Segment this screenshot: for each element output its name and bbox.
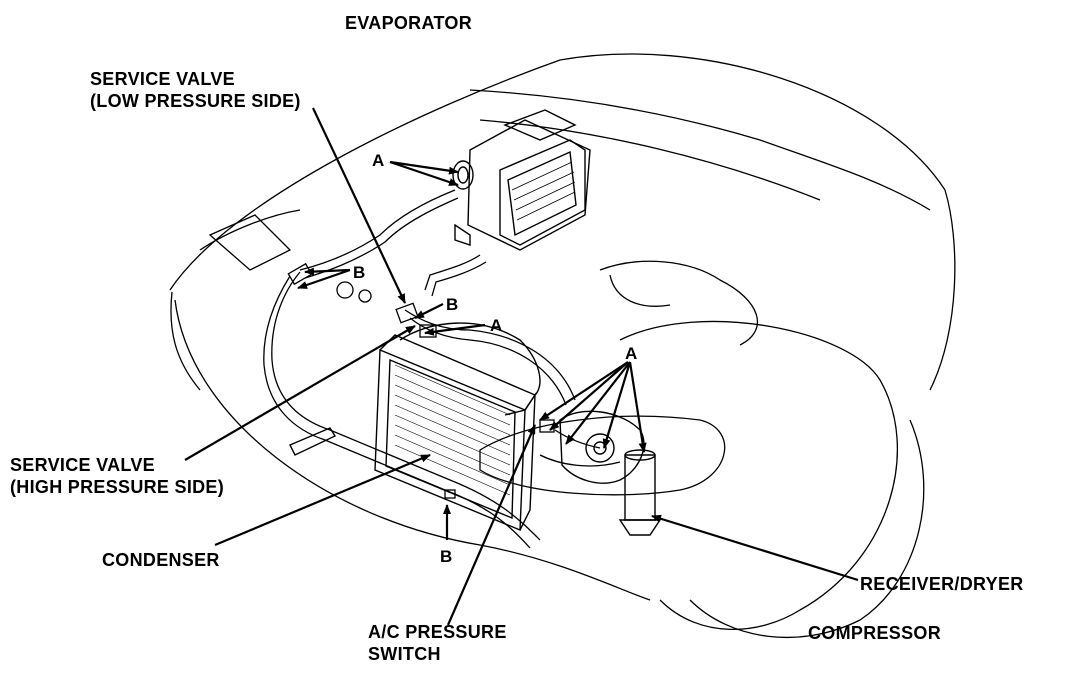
service-valve-high-label: SERVICE VALVE (HIGH PRESSURE SIDE) xyxy=(10,454,224,498)
marker-a-compressor: A xyxy=(625,344,638,363)
service-valve-high-line-2: (HIGH PRESSURE SIDE) xyxy=(10,477,225,497)
ac-pressure-switch-line-2: SWITCH xyxy=(368,644,441,664)
marker-b-service-valve: B xyxy=(446,295,459,314)
service-valve-low-line-1: SERVICE VALVE xyxy=(90,69,235,89)
marker-b-lines: B xyxy=(353,263,366,282)
ac-pressure-switch-line-1: A/C PRESSURE xyxy=(368,622,507,642)
service-valve-high-line-1: SERVICE VALVE xyxy=(10,455,155,475)
marker-a-service-valve: A xyxy=(490,316,503,335)
service-valve-low-line-2: (LOW PRESSURE SIDE) xyxy=(90,91,301,111)
evaporator-unit xyxy=(452,109,591,251)
service-valve-low-label: SERVICE VALVE (LOW PRESSURE SIDE) xyxy=(90,68,301,112)
compressor-label: COMPRESSOR xyxy=(808,623,942,643)
condenser-label: CONDENSER xyxy=(102,550,220,570)
evaporator-label: EVAPORATOR xyxy=(345,13,473,33)
car-body-outline xyxy=(169,53,956,638)
ac-pressure-switch-label: A/C PRESSURE SWITCH xyxy=(368,621,507,665)
marker-b-condenser: B xyxy=(440,547,453,566)
receiver-dryer-label: RECEIVER/DRYER xyxy=(860,574,1024,594)
marker-a-evaporator: A xyxy=(372,151,385,170)
refrigerant-lines xyxy=(263,189,621,549)
leader-lines xyxy=(184,107,859,626)
